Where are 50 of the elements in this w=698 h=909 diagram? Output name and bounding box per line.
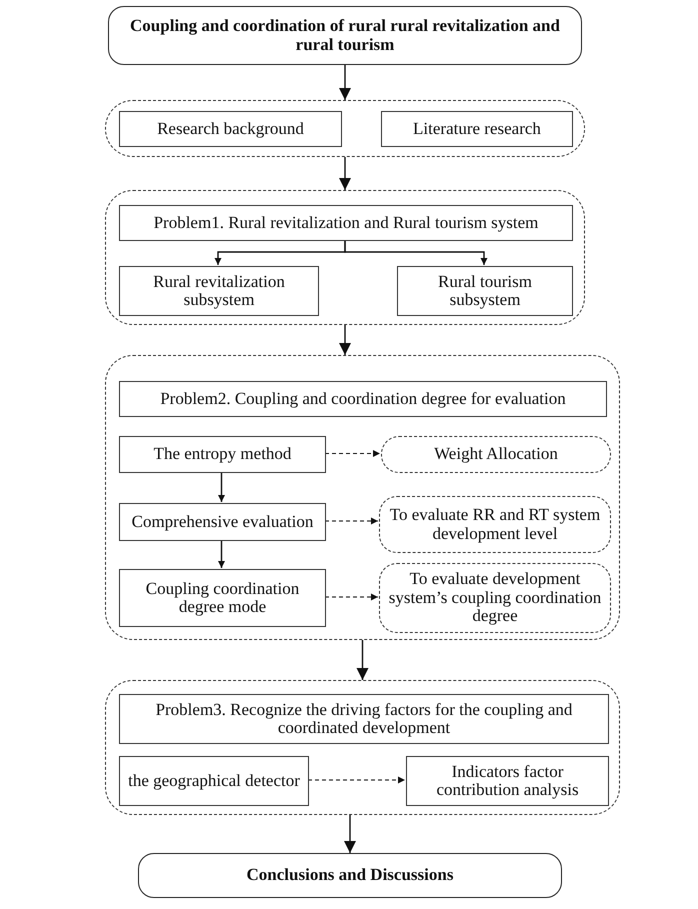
heading-text: Conclusions and Discussions [246, 866, 454, 885]
process-box [119, 694, 609, 744]
process-box [119, 569, 326, 627]
arrow [344, 815, 356, 853]
arrow [339, 157, 351, 190]
terminal-box [108, 6, 582, 65]
arrow [218, 472, 225, 502]
arrow [344, 240, 488, 265]
process-box [119, 756, 309, 806]
node-text: Problem2. Coupling and coordination degree for evaluation [159, 390, 567, 408]
node-text: The entropy method [152, 445, 292, 464]
node-text: Rural revitalization subsystem [152, 272, 286, 310]
node-text: Research background [156, 120, 305, 138]
node-text: Weight Allocation [433, 445, 559, 464]
dashed-result-box [381, 436, 611, 473]
node-text: Rural tourism subsystem [437, 272, 533, 310]
dashed-result-box [379, 496, 611, 553]
process-box [119, 111, 342, 147]
heading-text: Coupling and coordination of rural rural revitalization and rural tourism [129, 17, 561, 54]
node-text: Comprehensive evaluation [130, 512, 314, 532]
dashed-group-box [105, 355, 620, 640]
arrow [339, 325, 351, 355]
node-text: To evaluate development system’s coupling coordination degree [388, 570, 602, 626]
process-box [397, 266, 573, 316]
process-box [119, 436, 326, 473]
process-box [406, 756, 609, 806]
arrow [324, 450, 380, 457]
process-box [119, 205, 573, 241]
node-text: Indicators factor contribution analysis [435, 762, 580, 800]
dashed-group-box [105, 100, 585, 157]
arrow [356, 640, 368, 680]
node-text: To evaluate RR and RT system development level [388, 506, 602, 543]
arrow [308, 776, 406, 784]
process-box [119, 266, 319, 316]
arrow [339, 65, 351, 100]
node-text: Problem1. Rural revitalization and Rural tourism system [152, 214, 540, 232]
dashed-group-box [105, 680, 620, 815]
process-box [119, 381, 607, 417]
node-text: Literature research [412, 120, 542, 138]
node-text: the geographical detector [127, 772, 301, 790]
arrow [218, 540, 225, 568]
dashed-result-box [379, 563, 611, 633]
terminal-box [138, 853, 562, 898]
node-text: Problem3. Recognize the driving factors for the coupling and coordinated development [154, 700, 574, 738]
dashed-group-box [105, 190, 585, 325]
process-box [119, 503, 326, 541]
arrow [324, 594, 378, 600]
arrow [324, 518, 378, 524]
process-box [381, 111, 573, 147]
node-text: Coupling coordination degree mode [144, 580, 300, 616]
